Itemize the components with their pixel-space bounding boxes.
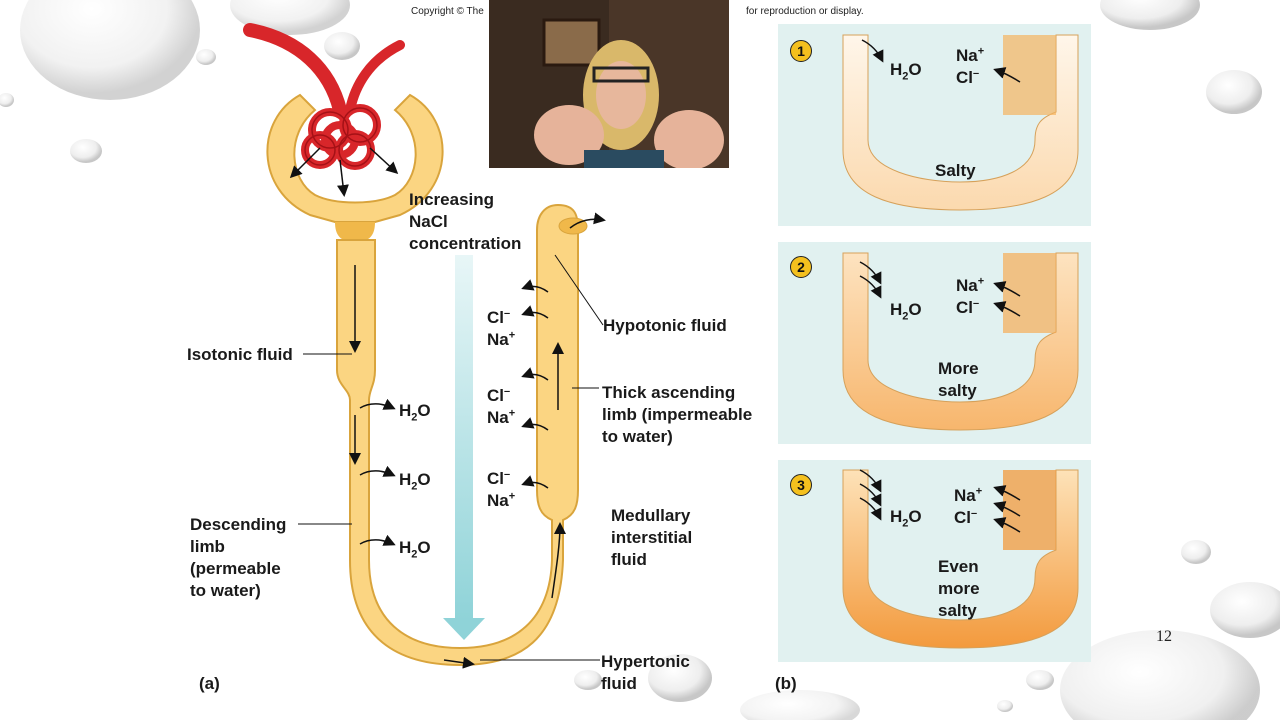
panel-b-label: (b) [775,674,797,693]
copyright-right: for reproduction or display. [746,6,864,17]
medullary-label: Medullary interstitial fluid [611,506,693,569]
loop-of-henle [298,203,606,669]
isotonic-label: Isotonic fluid [187,345,293,364]
ion-label: Na+ Cl– [956,275,985,317]
ion-label: Cl– Na+ [487,385,516,427]
ion-label: Na+ Cl– [954,485,983,527]
water-label: H2O [399,538,431,561]
page-number: 12 [1156,628,1172,645]
ion-label: Na+ Cl– [956,45,985,87]
ion-label: Cl– Na+ [487,468,516,510]
step-number-badge: 2 [790,256,812,278]
salinity-panels [778,24,1091,662]
glomerulus [243,23,444,242]
step-number-badge: 1 [790,40,812,62]
ion-label: Cl– Na+ [487,307,516,349]
hypertonic-label: Hypertonic fluid [601,652,690,693]
descending-limb-label: Descending limb (permeable to water) [190,515,287,600]
water-label: H2O [399,470,431,493]
nacl-gradient-arrow [443,255,485,640]
hypotonic-label: Hypotonic fluid [603,316,727,335]
thick-ascending-label: Thick ascending limb (impermeable to wat… [602,383,753,446]
copyright-left: Copyright © The [411,6,484,17]
water-label: H2O [890,507,922,530]
webcam-video-overlay [489,0,729,168]
gradient-label: Increasing NaCl concentration [409,190,522,253]
salinity-label: Even more salty [938,557,980,620]
copyright-notice: Copyright © The for reproduction or disp… [411,6,864,17]
water-label: H2O [890,300,922,323]
water-label: H2O [890,60,922,83]
panel-a-label: (a) [199,674,220,693]
salinity-label: Salty [935,161,976,180]
step-number-badge: 3 [790,474,812,496]
presenter-video-icon [489,0,729,168]
water-label: H2O [399,401,431,424]
salinity-label: More salty [938,359,979,400]
